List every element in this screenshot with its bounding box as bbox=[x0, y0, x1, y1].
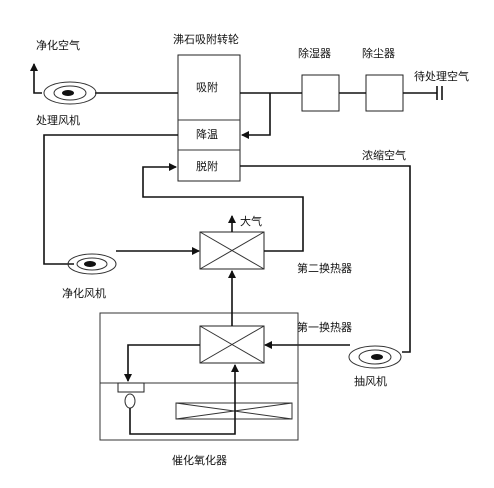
concentrated-air-line bbox=[240, 165, 411, 353]
desorb-label: 脱附 bbox=[196, 159, 218, 173]
catalytic-oxidizer-box bbox=[99, 312, 299, 441]
burner-icon bbox=[124, 393, 136, 409]
atmosphere-label: 大气 bbox=[240, 214, 262, 228]
duster-box bbox=[365, 74, 404, 112]
purify-fan-label: 净化风机 bbox=[62, 286, 106, 300]
concentrated-air-label: 浓缩空气 bbox=[362, 148, 406, 162]
heater-box bbox=[117, 382, 145, 393]
dehumidifier-box bbox=[301, 74, 340, 112]
exhaust-fan-label: 抽风机 bbox=[354, 374, 387, 388]
dehumidifier-label: 除湿器 bbox=[298, 46, 331, 60]
cooling-label: 降温 bbox=[196, 127, 218, 141]
air-to-treat-label: 待处理空气 bbox=[414, 69, 469, 83]
first-hx-cross-2 bbox=[199, 325, 265, 364]
catalytic-oxidizer-label: 催化氧化器 bbox=[172, 453, 227, 467]
clean-air-outlet-line bbox=[30, 63, 42, 94]
hx1-to-heater-line bbox=[124, 344, 200, 382]
adsorb-label: 吸附 bbox=[196, 80, 218, 94]
zeolite-wheel bbox=[177, 54, 241, 182]
duster-label: 除尘器 bbox=[362, 46, 395, 60]
catalyst-bed bbox=[175, 402, 293, 420]
catalyst-cross-2 bbox=[175, 402, 293, 420]
first-hx-label: 第一换热器 bbox=[297, 320, 352, 334]
cooling-out-line bbox=[43, 134, 178, 265]
treat-fan-icon bbox=[43, 81, 97, 105]
clean-air-top-label: 净化空气 bbox=[36, 38, 80, 52]
purify-fan-icon bbox=[67, 253, 117, 275]
oxidizer-return-line bbox=[129, 364, 239, 435]
exhaust-fan-icon bbox=[348, 345, 402, 369]
hx2-to-desorb-line bbox=[142, 163, 304, 252]
second-hx-label: 第二换热器 bbox=[297, 261, 352, 275]
wheel-title: 沸石吸附转轮 bbox=[173, 32, 239, 46]
cooling-branch-line bbox=[241, 93, 271, 139]
second-hx-cross-2 bbox=[199, 231, 265, 270]
treat-fan-label: 处理风机 bbox=[36, 113, 80, 127]
